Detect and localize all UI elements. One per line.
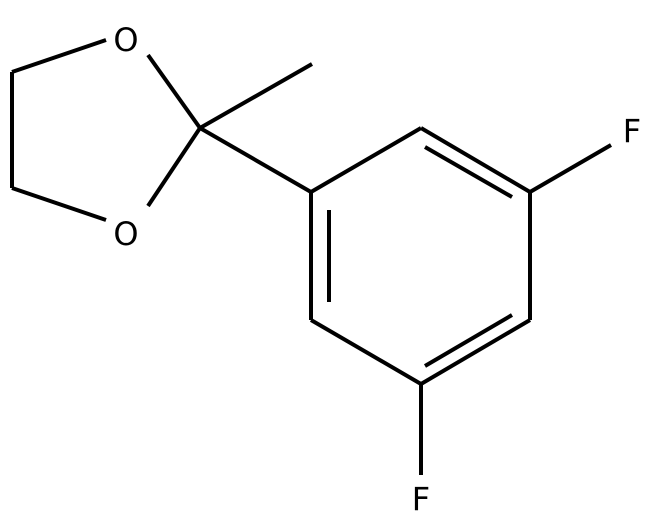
bond-ring-double-c4-c5 — [423, 313, 514, 368]
bond-ketal-c-aryl — [199, 126, 312, 194]
atom-label-fluorine-upper: F — [623, 112, 641, 150]
bond-ring-double-c2-c3 — [424, 145, 513, 199]
atom-label-fluorine-lower: F — [412, 480, 430, 518]
bond-ch2-o-upper — [11, 38, 107, 74]
bond-ring-c1-c2 — [309, 126, 423, 194]
bond-ring-c2-c3 — [419, 126, 532, 194]
bond-o-upper-ketal-c — [146, 53, 202, 130]
bond-o-lower-ketal-c — [146, 126, 202, 208]
bond-ring-c4-c5 — [419, 318, 532, 386]
bond-ch2-o-lower — [11, 186, 107, 222]
atom-label-oxygen-upper: O — [113, 21, 138, 59]
bond-c3-fluorine — [528, 143, 613, 194]
bond-ring-c5-c6 — [309, 318, 423, 386]
atom-label-oxygen-lower: O — [113, 215, 138, 253]
bond-ketal-c-methyl — [199, 62, 313, 130]
